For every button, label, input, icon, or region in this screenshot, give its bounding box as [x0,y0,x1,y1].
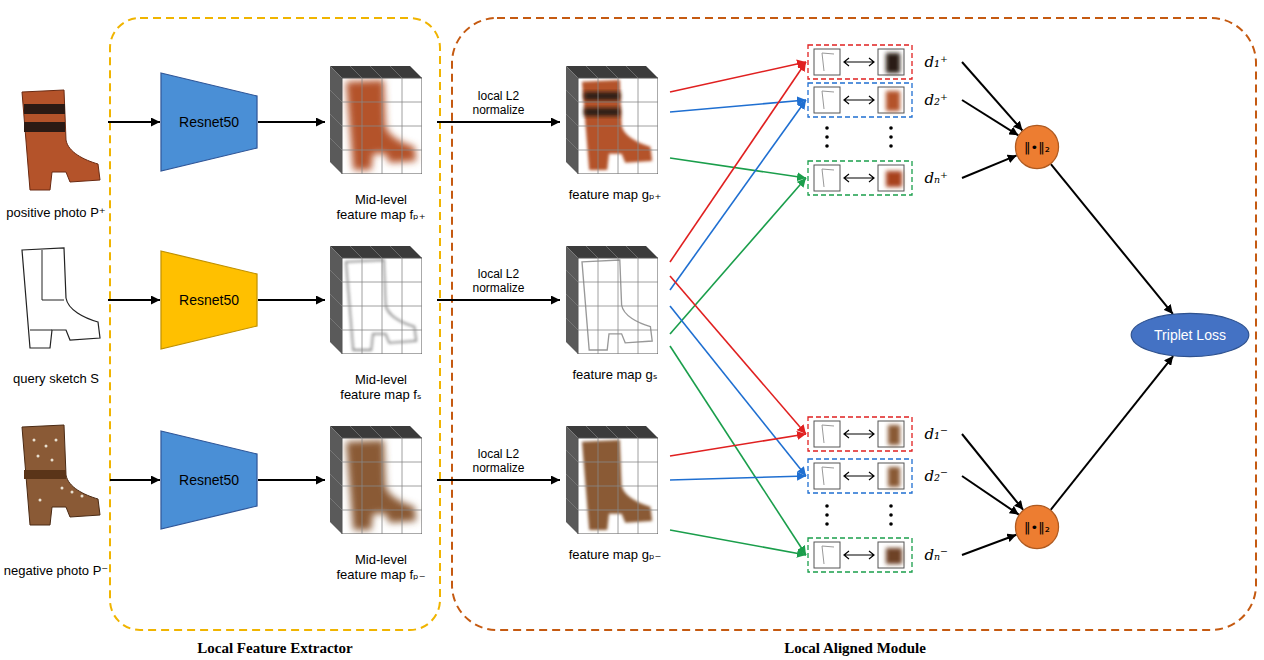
photo-caption: positive photo P⁺ [6,205,105,220]
connector-arrow [962,100,1018,135]
module-region: Local Feature ExtractorResnet50Resnet50R… [110,18,440,658]
feature-caption: Mid-level feature map fₚ₊ [335,192,427,222]
connector-arrow [437,121,560,123]
feature-map: Mid-level feature map fₚ₋ [325,424,437,584]
input-sketch: query sketch S [4,238,108,388]
backbone-block: Resnet50 [160,72,258,172]
module-region: Local Aligned Module feature map gₚ₊ featu… [452,18,1258,658]
connector-arrow [258,479,325,481]
distance-label: dₙ⁻ [924,546,948,564]
backbone-block: Resnet50 [160,250,258,350]
distance-label: d₁⁻ [924,425,948,443]
backbone-label: Resnet50 [179,114,239,130]
connector-arrow [962,155,1017,178]
sketch-caption: query sketch S [13,371,99,386]
feature-map: Mid-level feature map fₚ₊ [325,64,437,224]
feature-caption: feature map gₚ₋ [569,547,662,562]
connector-arrow [670,276,806,434]
input-photo: positive photo P⁺ [4,82,108,222]
local-pair: d₁⁻ [806,415,962,453]
input-photo: negative photo P⁻ [2,418,110,580]
connector-arrow [437,479,560,481]
connector-arrow [1051,164,1173,314]
connector-arrow [1051,356,1173,510]
edge-label: local L2 normalize [455,267,543,295]
local-pair: d₂⁻ [806,457,962,495]
connector-arrow [962,476,1019,515]
norm-circle: ‖•‖₂ [1015,505,1059,549]
feature-map: feature map gₚ₋ [560,424,670,564]
local-pair: dₙ⁻ [806,536,962,574]
connector-arrow [670,530,806,555]
connector-arrow [670,100,806,290]
connector-arrow [258,121,325,123]
connector-arrow [258,299,325,301]
connector-arrow [962,535,1016,555]
connector-arrow [670,476,806,480]
connector-arrow [670,434,806,456]
backbone-label: Resnet50 [179,292,239,308]
backbone-label: Resnet50 [179,472,239,488]
connector-arrow [670,100,806,112]
distance-label: d₁⁺ [924,53,948,71]
feature-caption: feature map gₚ₊ [569,187,662,202]
distance-label: d₂⁺ [924,91,948,109]
feature-caption: Mid-level feature map fₚ₋ [335,552,427,582]
connector-arrow [670,346,806,555]
connector-arrow [962,434,1023,510]
connector-arrow [110,479,160,481]
edge-label: local L2 normalize [455,89,543,117]
connector-arrow [670,178,806,334]
edge-label: local L2 normalize [455,447,543,475]
feature-map: Mid-level feature map fₛ [325,244,437,404]
feature-caption: Mid-level feature map fₛ [335,372,427,402]
loss-ellipse: Triplet Loss [1130,313,1250,357]
region-title: Local Aligned Module [784,640,926,657]
backbone-block: Resnet50 [160,430,258,530]
connector-arrow [670,62,806,262]
distance-label: d₂⁻ [924,467,948,485]
norm-circle: ‖•‖₂ [1015,125,1059,169]
connector-arrow [437,299,560,301]
loss-label: Triplet Loss [1154,327,1226,343]
connector-arrow [108,299,160,301]
photo-caption: negative photo P⁻ [4,563,108,578]
connector-arrow [670,62,806,92]
norm-label: ‖•‖₂ [1024,140,1050,155]
connector-arrow [962,62,1022,131]
local-pair: d₂⁺ [806,81,962,119]
feature-caption: feature map gₛ [572,367,657,382]
feature-map: feature map gₚ₊ [560,64,670,204]
local-pair: dₙ⁺ [806,159,962,197]
connector-arrow [108,121,160,123]
distance-label: dₙ⁺ [924,169,948,187]
norm-label: ‖•‖₂ [1024,520,1050,535]
region-title: Local Feature Extractor [197,640,353,657]
feature-map: feature map gₛ [560,244,670,384]
local-pair: d₁⁺ [806,43,962,81]
